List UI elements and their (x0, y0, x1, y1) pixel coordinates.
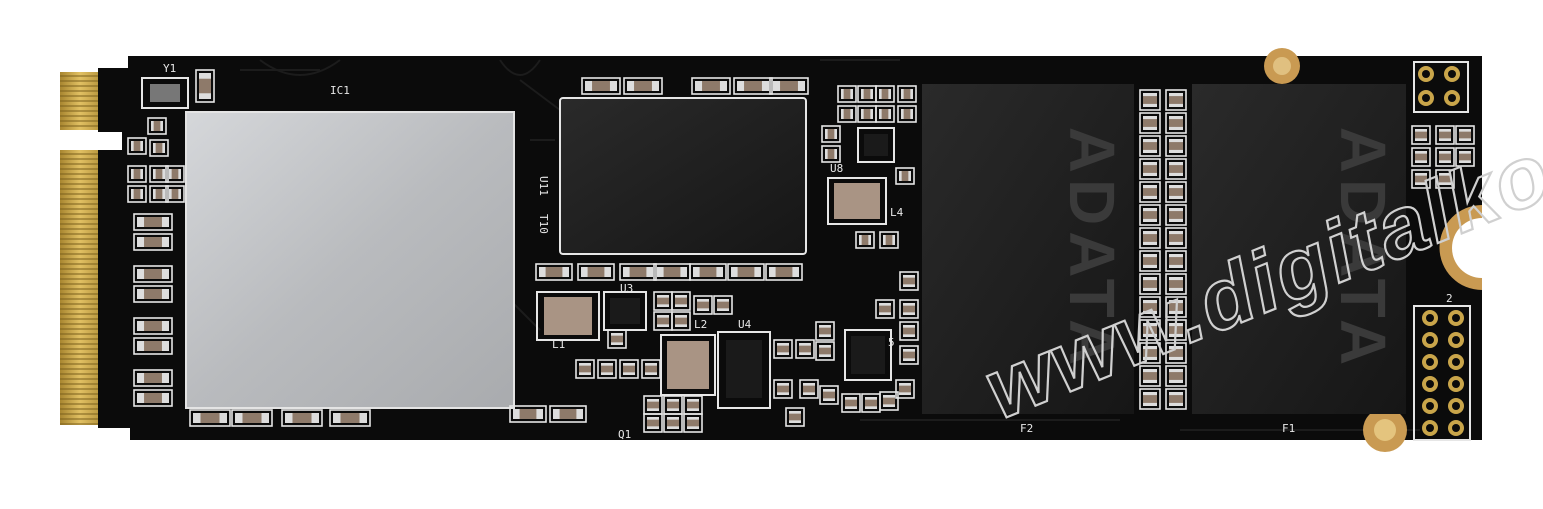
silk-f2: F2 (1020, 422, 1033, 435)
inductor-l4 (827, 177, 887, 225)
nand-brand-1: ADATA (1056, 127, 1128, 371)
edge-connector (60, 72, 100, 425)
silk-t10: T10 (537, 214, 550, 234)
silk-5: 5 (888, 336, 895, 349)
silk-u8: U8 (830, 162, 843, 175)
ic-5 (844, 329, 892, 381)
silk-q1: Q1 (618, 428, 631, 441)
silk-2: 2 (1446, 292, 1453, 305)
mounting-pads (1264, 48, 1482, 452)
silk-u3: U3 (620, 282, 633, 295)
passive-components (127, 69, 1475, 433)
silk-u4: U4 (738, 318, 752, 331)
header-pins (1413, 61, 1471, 441)
silk-u11: U11 (537, 176, 550, 196)
silk-l1: L1 (552, 338, 565, 351)
controller-heatspreader (185, 111, 515, 409)
pcb-traces (240, 59, 1420, 431)
inductor-l1 (536, 291, 600, 341)
nand-chip-2: ADATA (1192, 84, 1406, 414)
nand-chip-1: ADATA (922, 84, 1134, 414)
silk-ic1: IC1 (330, 84, 350, 97)
ic-u4 (717, 331, 771, 409)
inductor-l2 (660, 334, 716, 396)
crystal-y1 (141, 77, 189, 109)
nand-brand-2: ADATA (1327, 127, 1399, 371)
silk-l2: L2 (694, 318, 707, 331)
silk-y1: Y1 (163, 62, 176, 75)
dram-chip (559, 97, 807, 255)
ic-u8 (857, 127, 895, 163)
silk-l4: L4 (890, 206, 904, 219)
silk-f1: F1 (1282, 422, 1295, 435)
